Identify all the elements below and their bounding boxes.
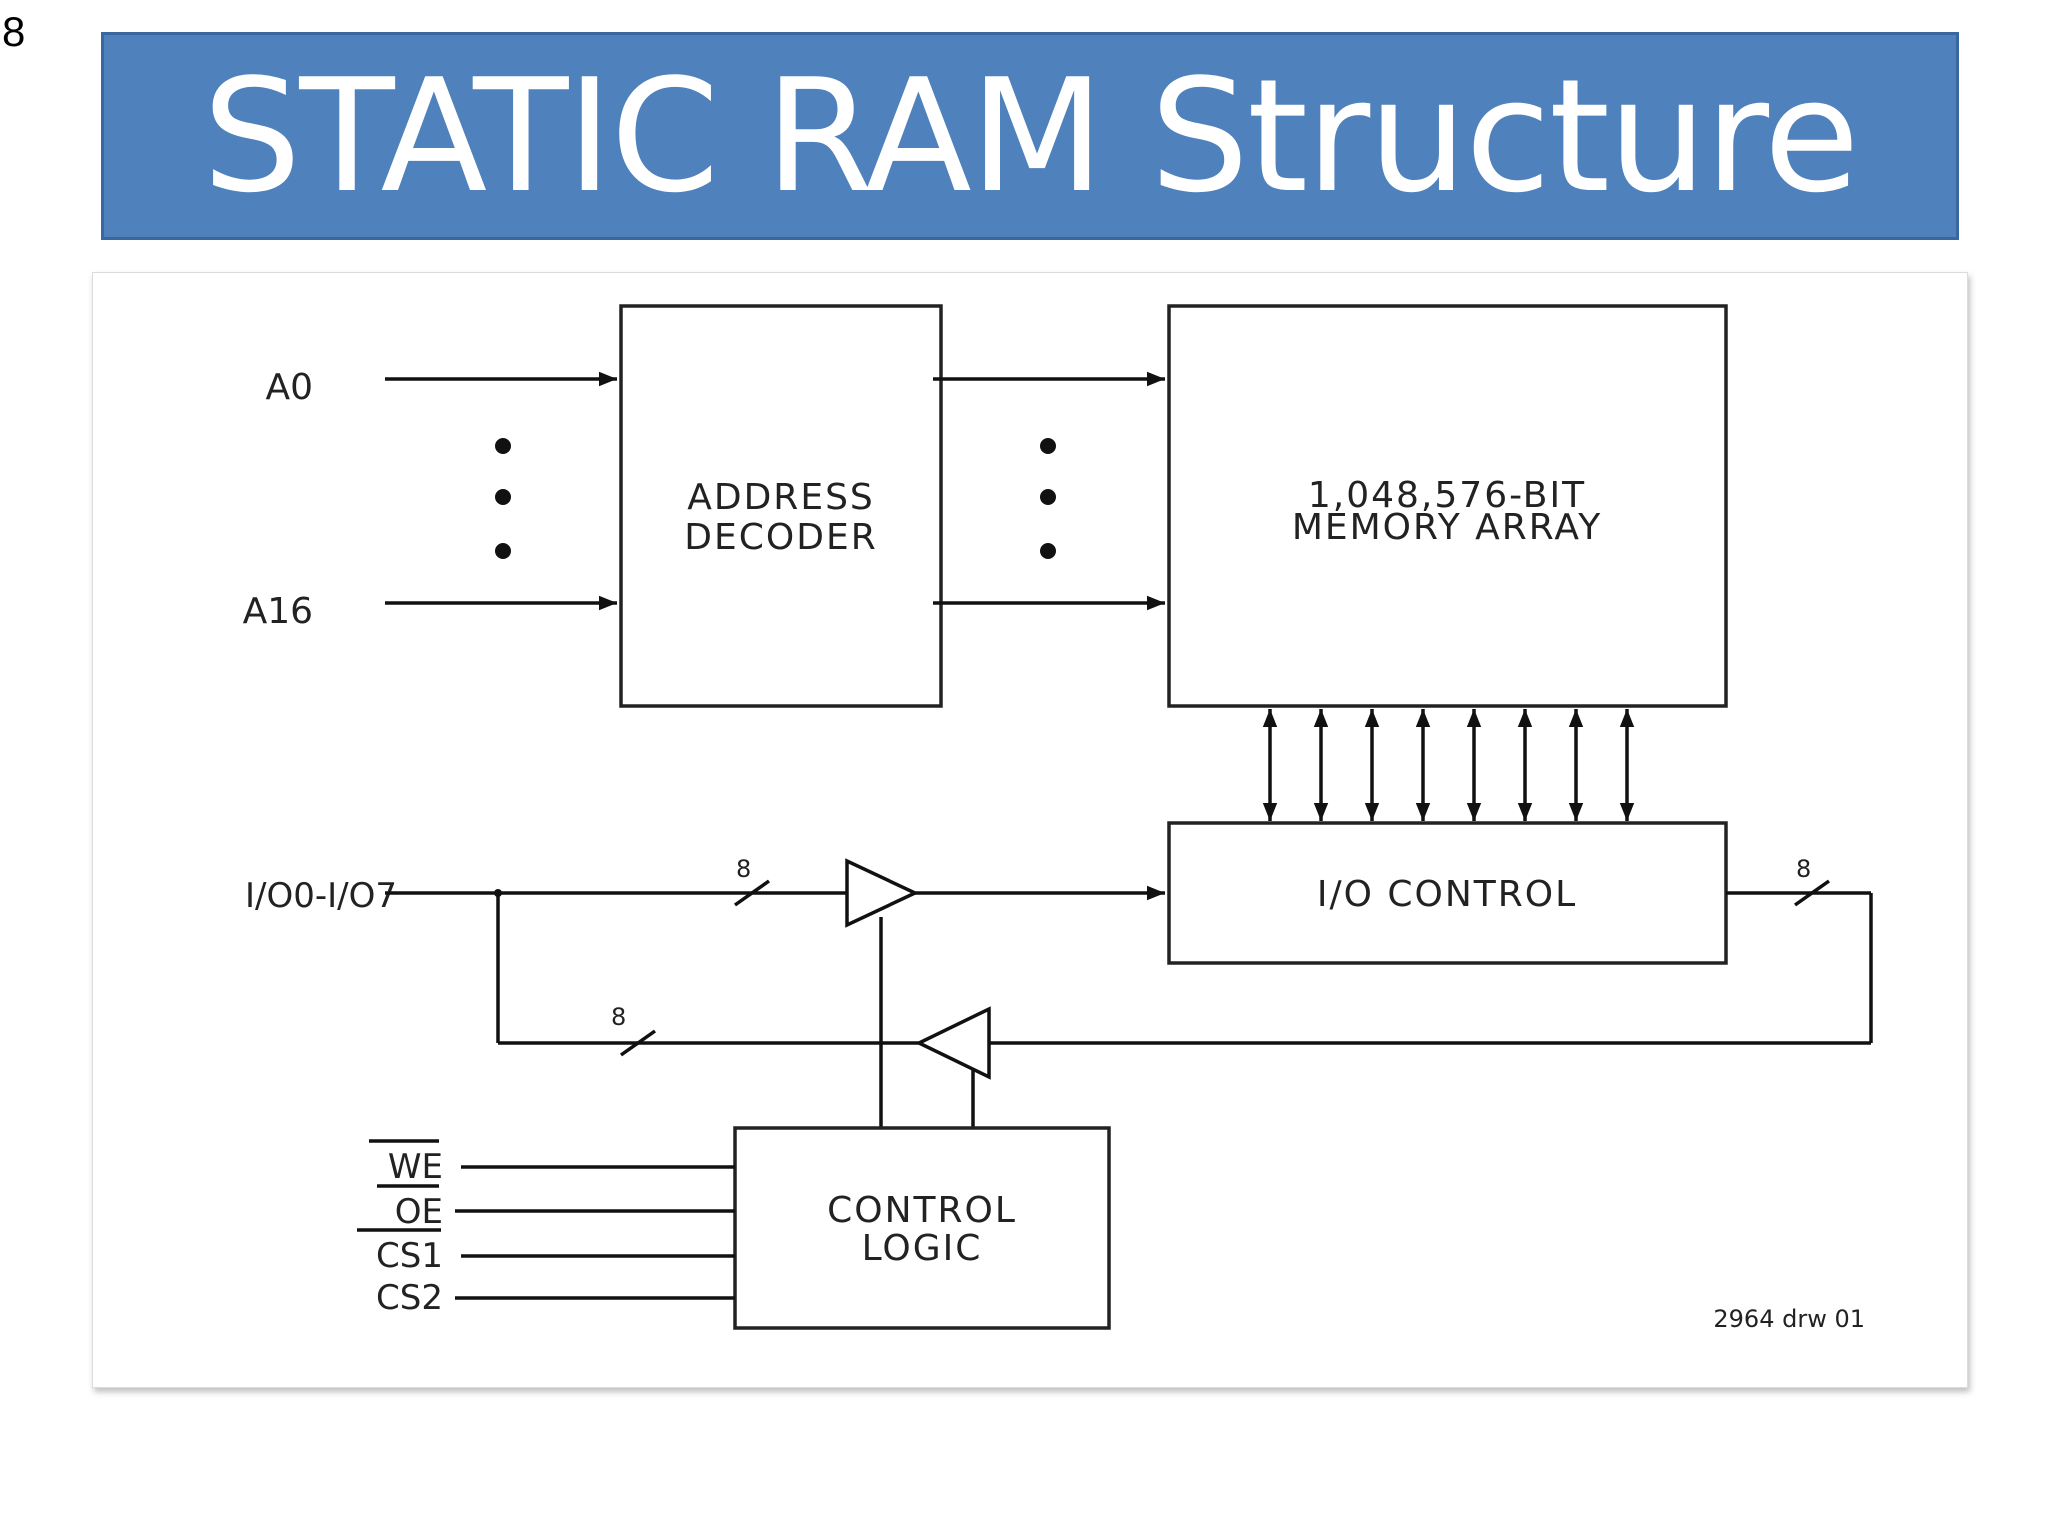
io-control-block [1167,821,1728,965]
title-banner: STATIC RAM Structure [101,32,1959,240]
address-decoder-label-line1: ADDRESS [687,477,875,518]
io-pins-label: I/O0-I/O7 [245,876,397,916]
diagram-panel: A0 A16 ADDRESS DECODER 1,048,576-BIT MEM… [92,272,1968,1388]
bus-width-tick [619,1029,657,1057]
sram-block-diagram: A0 A16 ADDRESS DECODER 1,048,576-BIT MEM… [243,304,1873,1333]
slide-title: STATIC RAM Structure [202,45,1859,227]
memory-array-block [1167,304,1728,708]
drawing-reference: 2964 drw 01 [1713,1305,1865,1333]
control-logic-label-line1: CONTROL [827,1190,1017,1231]
address-input-a16-label: A16 [243,591,313,632]
input-buffer [845,858,920,928]
memory-array-label-line2: MEMORY ARRAY [1292,507,1602,548]
bus-width-tick [733,879,771,907]
ellipsis-dot [495,489,511,505]
control-input-cs2-label: CS2 [376,1278,443,1318]
control-input-oe-label: OE [395,1192,443,1232]
bus-width-label: 8 [736,855,751,883]
control-input-we-label: WE [388,1147,443,1187]
control-input-cs1-label: CS1 [376,1236,443,1276]
io-control-label: I/O CONTROL [1317,874,1577,915]
bus-width-tick [1793,879,1831,907]
memory-array-label-line1: 1,048,576-BIT [1308,475,1586,516]
ellipsis-dot [495,438,511,454]
bidirectional-data-lines [1262,709,1635,821]
bus-width-label: 8 [1796,855,1811,883]
ellipsis-dot [1040,438,1056,454]
address-decoder-label-line2: DECODER [684,517,877,558]
address-decoder-block [619,304,943,708]
ellipsis-dot [1040,489,1056,505]
slide-number: 8 [2,8,26,55]
control-logic-block [733,1126,1111,1330]
output-buffer [914,1006,991,1080]
bus-width-label: 8 [611,1003,626,1031]
control-logic-label-line2: LOGIC [862,1228,983,1269]
ellipsis-dot [495,543,511,559]
address-input-a0-label: A0 [265,367,313,408]
ellipsis-dot [1040,543,1056,559]
